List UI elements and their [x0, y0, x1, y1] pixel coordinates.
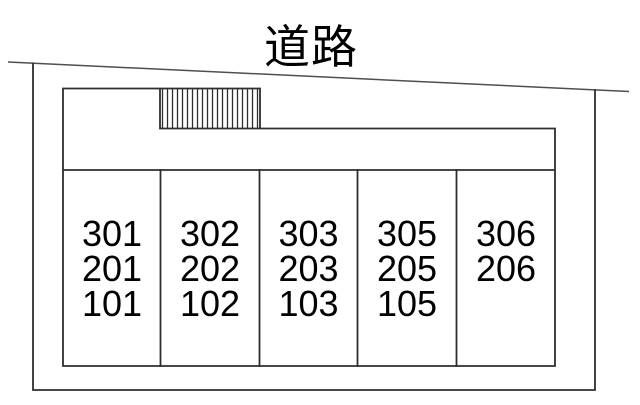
unit-label: 102 — [180, 283, 240, 324]
unit-label: 203 — [278, 248, 338, 289]
unit-label: 302 — [180, 213, 240, 254]
unit-label: 205 — [377, 248, 437, 289]
unit-column-2: 302 202 102 — [180, 213, 240, 324]
unit-label: 201 — [82, 248, 142, 289]
property-boundary — [32, 62, 596, 391]
unit-label: 202 — [180, 248, 240, 289]
road-boundary-line — [7, 61, 630, 93]
unit-label: 103 — [278, 283, 338, 324]
stairs-hatch — [160, 88, 260, 129]
unit-label: 306 — [476, 213, 536, 254]
unit-column-4: 305 205 105 — [377, 213, 437, 324]
unit-label: 301 — [82, 213, 142, 254]
road-label: 道路 — [264, 21, 358, 73]
unit-column-5: 306 206 — [476, 213, 536, 289]
unit-label: 101 — [82, 283, 142, 324]
unit-label: 303 — [278, 213, 338, 254]
unit-label: 206 — [476, 248, 536, 289]
unit-label: 105 — [377, 283, 437, 324]
unit-column-3: 303 203 103 — [278, 213, 338, 324]
room-dividers — [159, 169, 458, 367]
unit-label: 305 — [377, 213, 437, 254]
unit-column-1: 301 201 101 — [82, 213, 142, 324]
